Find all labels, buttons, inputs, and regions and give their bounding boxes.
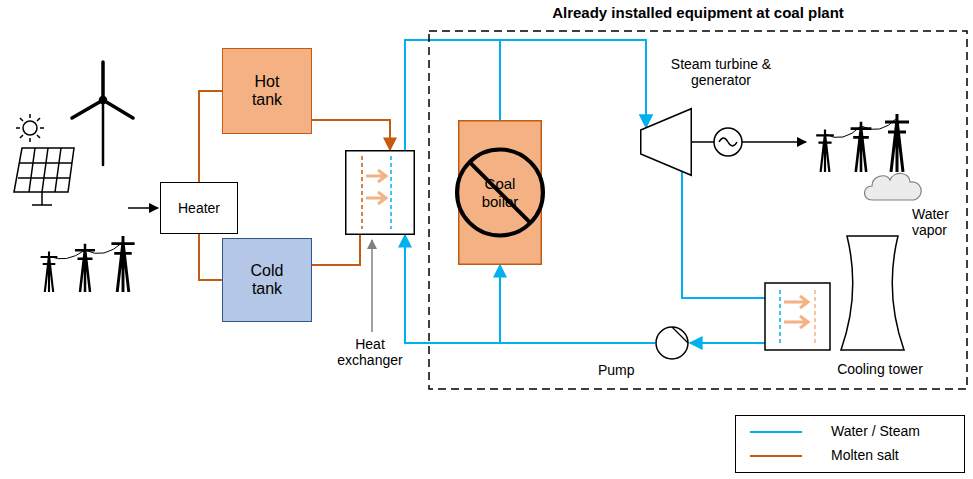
- molten-salt-line: [312, 120, 390, 150]
- generator-symbol: [692, 128, 742, 156]
- solar-panel-icon: [14, 148, 74, 205]
- steam-line: [682, 172, 765, 298]
- cooling-tower-outline: [835, 235, 910, 350]
- pump: Pump: [655, 326, 689, 360]
- legend: Water / SteamMolten salt: [735, 415, 965, 473]
- coal-plant-region: Already installed equipment at coal plan…: [428, 30, 968, 390]
- molten-salt-line: [312, 235, 360, 265]
- molten-salt-line: [199, 91, 222, 182]
- condenser: [765, 283, 830, 350]
- water-line: [690, 342, 765, 344]
- node-label: Already installed equipment at coal plan…: [428, 4, 968, 21]
- legend-line-sample: [746, 448, 806, 464]
- power-line-icon: [816, 114, 909, 172]
- pump-outline: [655, 326, 689, 360]
- node-label: Heat exchanger: [335, 336, 405, 368]
- leader-arrow: [371, 240, 373, 332]
- legend-label: Molten salt: [831, 447, 899, 463]
- annotation-label: Water vapor: [912, 206, 964, 238]
- legend-label: Water / Steam: [831, 423, 920, 439]
- sun-icon: [16, 114, 44, 142]
- heat-exchanger: Heat exchanger: [345, 150, 415, 235]
- coal-boiler: Coal boiler: [458, 120, 542, 265]
- node-label: Hot tank: [242, 73, 292, 110]
- node-label: Cold tank: [242, 262, 292, 299]
- node-label: Heater: [178, 200, 220, 216]
- steam-turbine-outline: [640, 108, 692, 176]
- cooling-tower: Cooling tower: [835, 235, 910, 350]
- node-label: Pump: [598, 362, 648, 378]
- cold-tank: Cold tank: [222, 238, 312, 322]
- vapor-cloud: [865, 173, 922, 200]
- molten-salt-line: [199, 234, 222, 280]
- legend-line-sample: [746, 424, 806, 440]
- node-label: Steam turbine & generator: [662, 56, 780, 88]
- water-steam-line: [500, 265, 655, 343]
- hot-tank: Hot tank: [222, 48, 312, 134]
- power-arrow: [742, 141, 806, 143]
- heat-exchanger-outline: [345, 150, 415, 235]
- node-label: Cooling tower: [825, 361, 935, 377]
- steam-turbine: Steam turbine & generator: [640, 108, 692, 176]
- heater-box: Heater: [160, 182, 238, 234]
- power-arrow: [128, 207, 158, 209]
- wind-turbine-icon: [72, 62, 133, 165]
- node-label: Coal boiler: [475, 175, 525, 210]
- water-steam-line: [500, 40, 646, 127]
- power-line-icon: [41, 236, 135, 292]
